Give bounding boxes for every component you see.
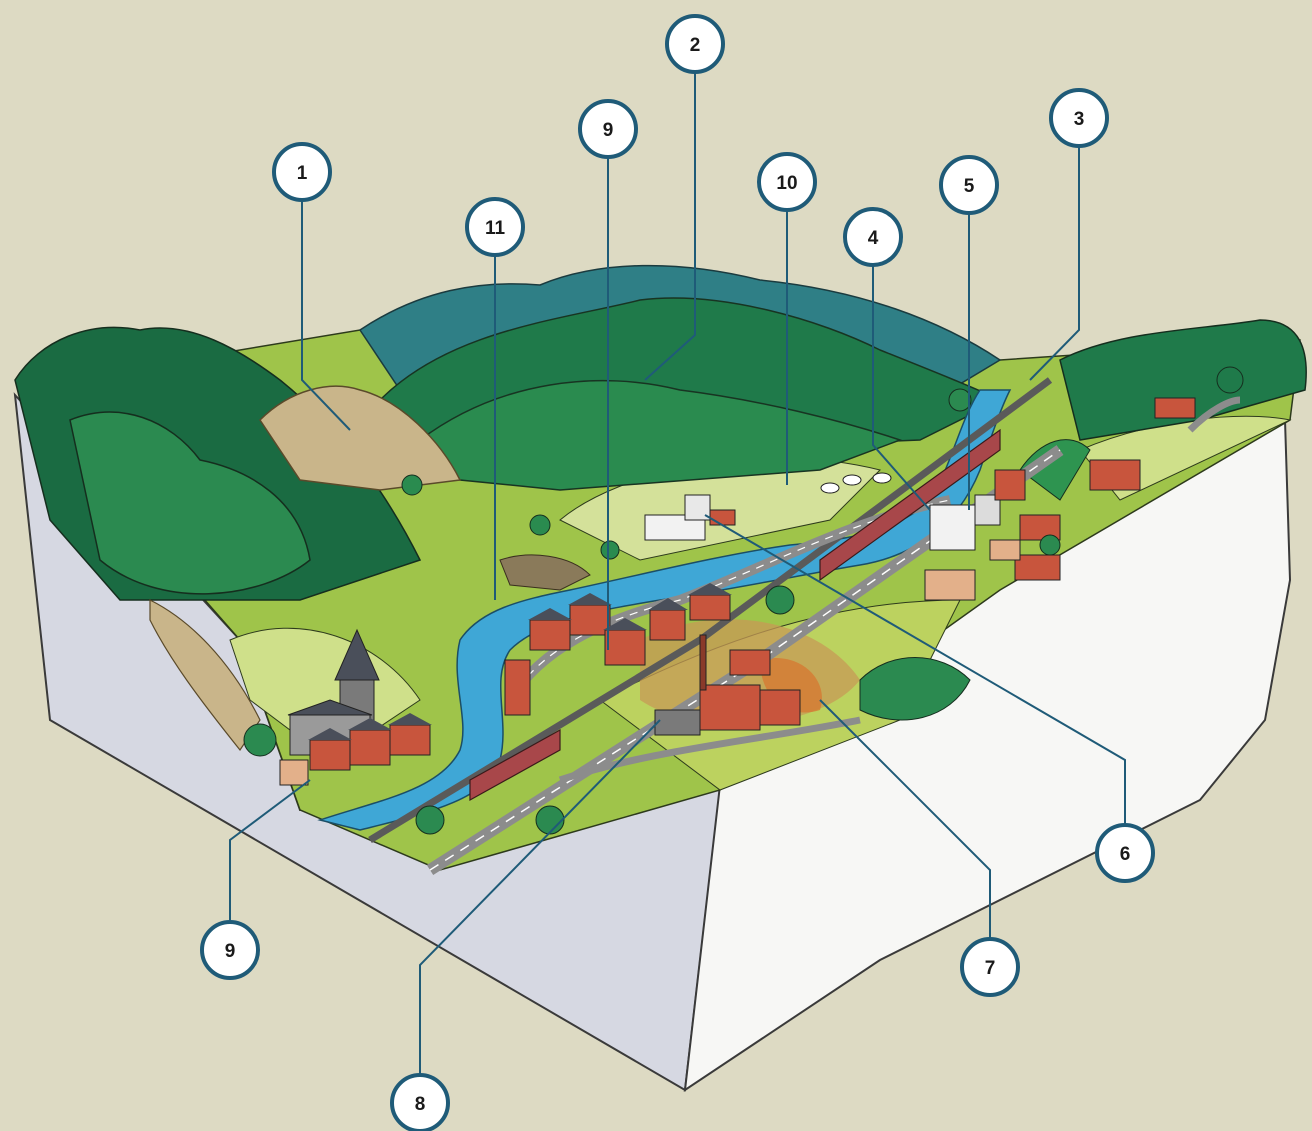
callout-2: 2 [665,14,725,74]
river-channel [317,389,1012,831]
callout-6: 6 [1095,823,1155,883]
callouts: 1 2 3 4 5 6 7 8 [200,14,1155,1131]
rock-cliff-main [259,385,462,491]
right-low-forest [1019,439,1091,501]
callout-5-label: 5 [964,176,975,197]
leader-9b [229,779,311,920]
right-forest [1059,319,1307,441]
rock-cliff-left-face [149,599,261,752]
leader-2 [644,72,696,381]
callout-10-label: 10 [776,173,797,194]
callout-5: 5 [939,155,999,215]
bottom-right-bushes [859,657,971,721]
callout-11-label: 11 [485,218,506,239]
callout-7: 7 [960,937,1020,997]
leader-lines [229,72,1126,1075]
callout-3-label: 3 [1074,109,1085,130]
viaduct-upper [819,428,1001,582]
near-hill-green [418,379,903,491]
left-forest-front [69,411,311,595]
callout-10: 10 [757,152,817,212]
hamlet-right [989,397,1196,581]
callout-6-label: 6 [1120,844,1131,865]
callout-9-top: 9 [578,99,638,159]
leader-3 [1029,146,1080,381]
gorge-rock [499,554,591,591]
callout-7-label: 7 [985,958,996,979]
callout-8: 8 [390,1073,450,1131]
village-center-houses [504,583,732,716]
forest-hills [14,264,1307,721]
village-left-houses [279,713,432,786]
callout-11: 11 [465,197,525,257]
factory-right [924,469,1026,601]
leader-6 [704,514,1126,825]
callout-3: 3 [1049,88,1109,148]
leader-1 [301,200,351,431]
river [317,389,1012,831]
callout-4-label: 4 [868,228,879,249]
side-road-right [1187,396,1241,433]
side-road-lower [558,716,861,784]
scattered-trees [243,366,1244,835]
callout-8-label: 8 [415,1094,426,1115]
leader-8 [419,719,661,1075]
buildings [279,397,1196,786]
leader-4 [872,265,931,511]
callout-9-bottom: 9 [200,920,260,980]
viaduct-lower [469,728,561,802]
rock-cliffs [149,385,591,752]
brick-factory [654,634,801,736]
village-road-centerline [509,499,951,701]
callout-9-bottom-label: 9 [225,941,236,962]
callout-4: 4 [843,207,903,267]
callout-1-label: 1 [297,163,308,184]
callout-2-label: 2 [690,35,701,56]
cattle [820,472,892,494]
callout-1: 1 [272,142,332,202]
callout-9-top-label: 9 [603,120,614,141]
leader-7 [819,699,991,940]
